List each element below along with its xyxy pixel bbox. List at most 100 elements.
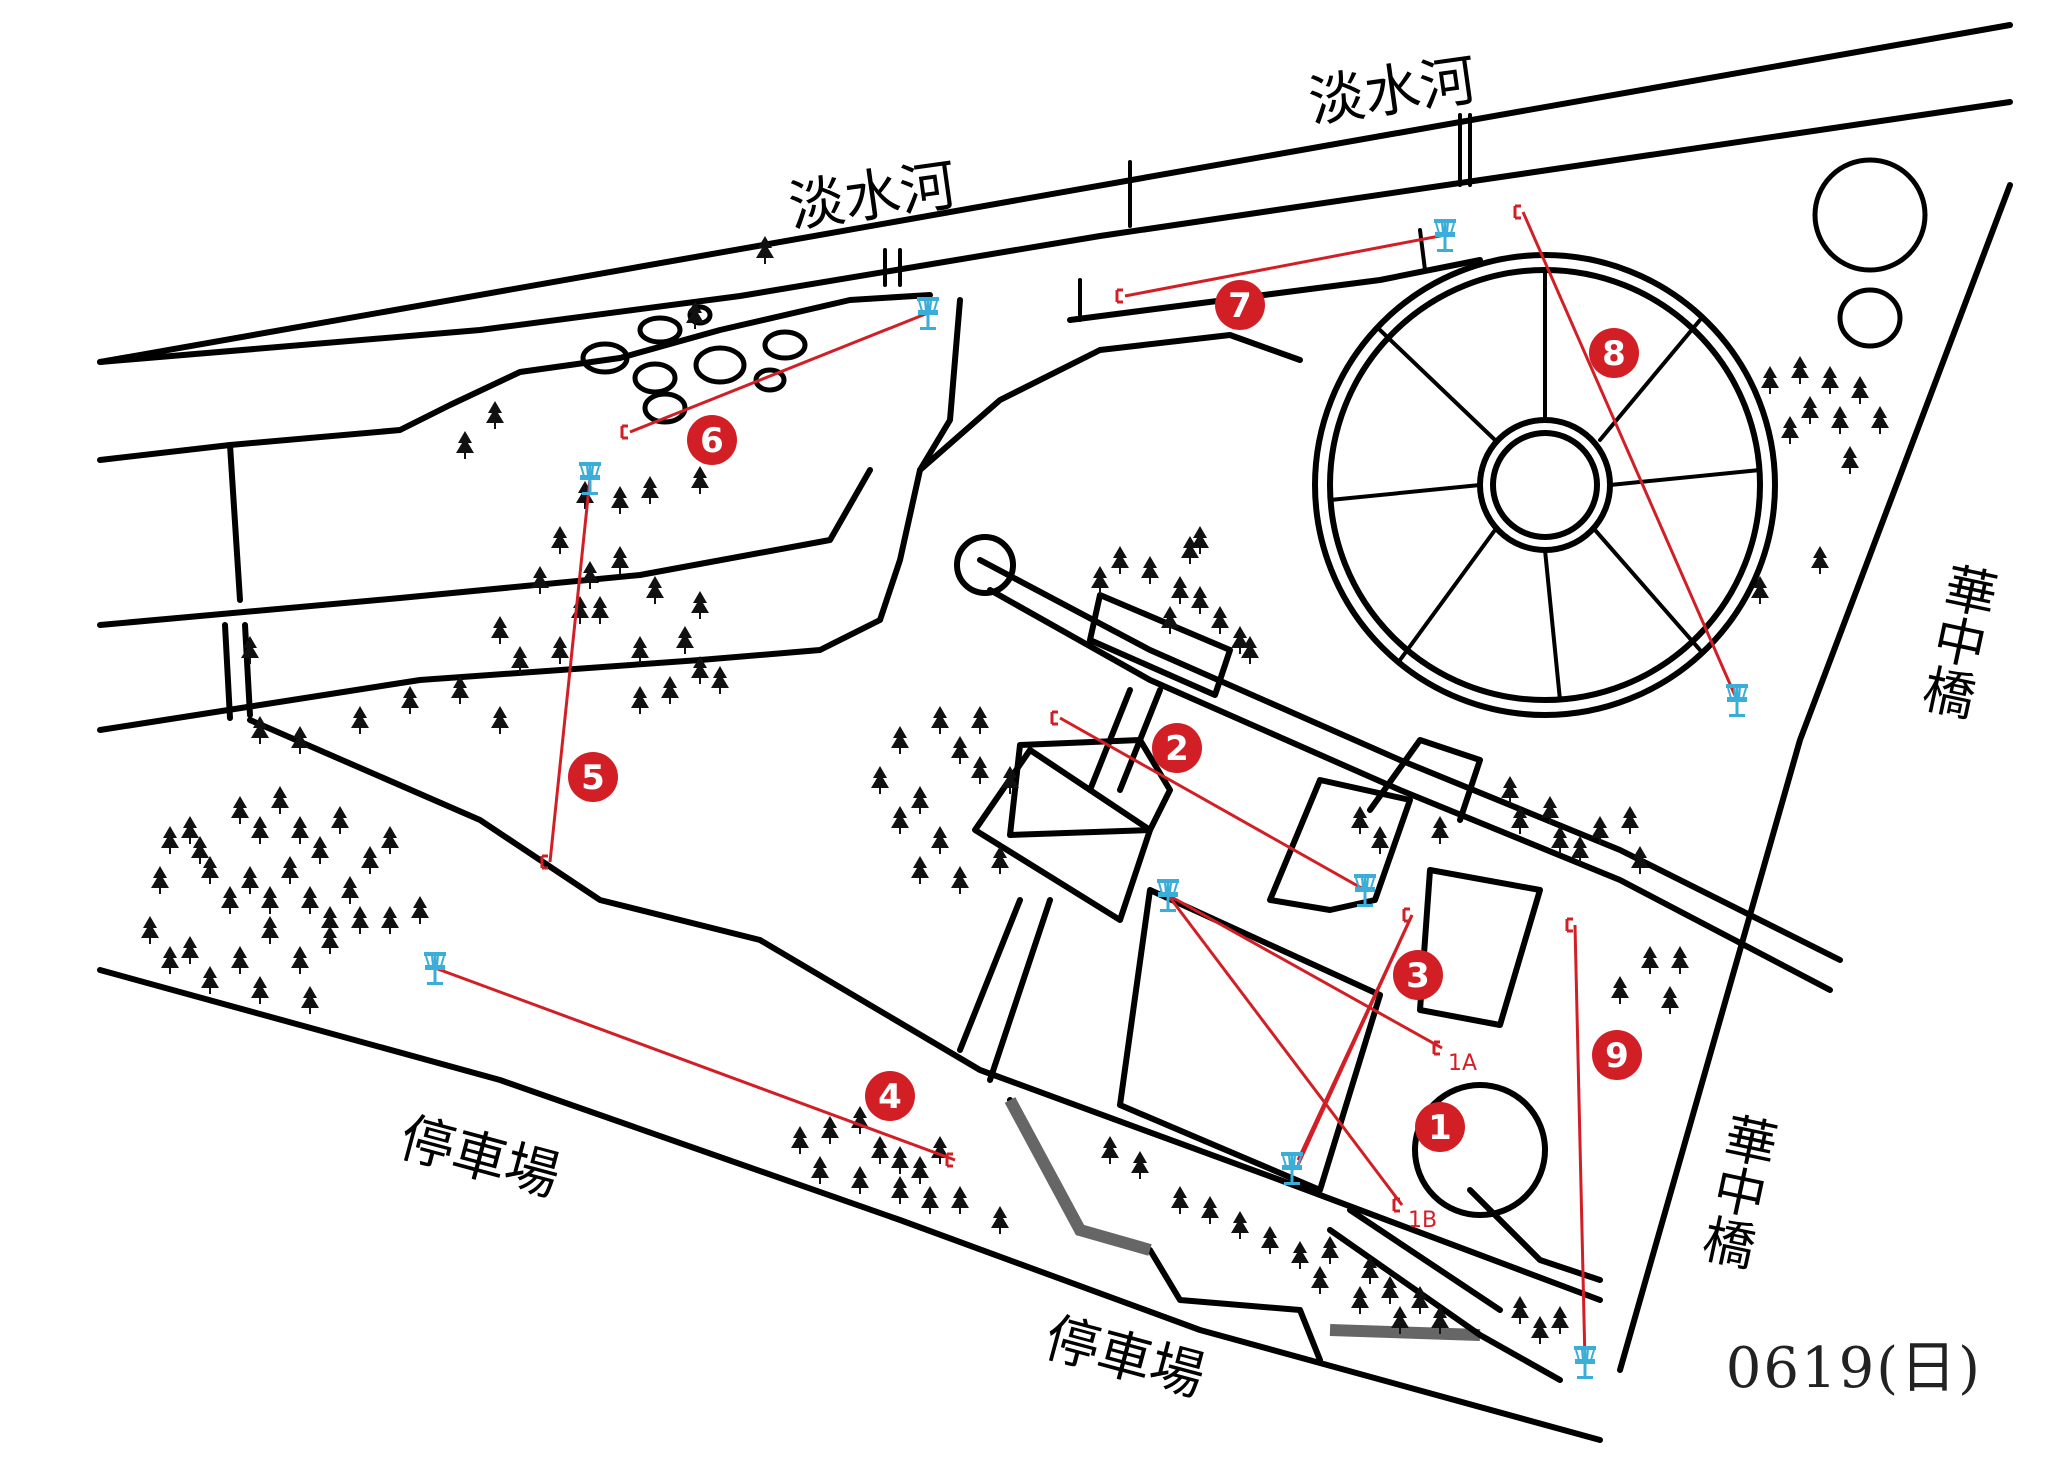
tee-bracket-icon[interactable]: 1B: [1392, 1197, 1437, 1233]
tree-icon: [531, 566, 549, 594]
tree-icon: [1131, 1151, 1149, 1179]
hole-1-fairway-line: [1166, 894, 1404, 1206]
tree-icon: [1171, 1186, 1189, 1214]
tree-icon: [1371, 826, 1389, 854]
tree-icon: [891, 806, 909, 834]
hole-badge-circle: [1592, 1030, 1642, 1080]
hole-badge-3[interactable]: 3: [1393, 950, 1443, 1000]
tree-icon: [851, 1106, 869, 1134]
tree-icon: [181, 816, 199, 844]
tee-bracket-icon[interactable]: [1402, 907, 1410, 923]
tree-icon: [1761, 366, 1779, 394]
tree-icon: [1611, 976, 1629, 1004]
tree-icon: [911, 786, 929, 814]
tree-icon: [1641, 946, 1659, 974]
disc-golf-basket-icon[interactable]: [1725, 683, 1749, 718]
tree-icon: [486, 401, 504, 429]
hole-badge-9[interactable]: 9: [1592, 1030, 1642, 1080]
tree-icon: [661, 676, 679, 704]
tree-icon: [381, 906, 399, 934]
tree-icon: [891, 1146, 909, 1174]
tree-icon: [631, 636, 649, 664]
tree-icon: [1351, 1286, 1369, 1314]
hole-badge-circle: [687, 415, 737, 465]
tree-icon: [1871, 406, 1889, 434]
hole-badge-1[interactable]: 1: [1415, 1102, 1465, 1152]
tree-icon: [491, 616, 509, 644]
tree-icon: [971, 706, 989, 734]
tee-bracket-icon[interactable]: [1050, 710, 1058, 726]
tree-icon: [261, 886, 279, 914]
hole-badge-circle: [1415, 1102, 1465, 1152]
river-bank: [97, 22, 2013, 365]
tree-icon: [551, 636, 569, 664]
hole-number: 7: [1228, 286, 1252, 326]
tree-icon: [1111, 546, 1129, 574]
hole-number: 9: [1605, 1036, 1629, 1076]
tee-bracket-icon[interactable]: 1A: [1432, 1040, 1477, 1076]
tree-icon: [1801, 396, 1819, 424]
tree-icon: [1141, 556, 1159, 584]
tree-icon: [641, 476, 659, 504]
tree-icon: [251, 976, 269, 1004]
hole-badge-2[interactable]: 2: [1152, 723, 1202, 773]
tree-icon: [241, 866, 259, 894]
tree-icon: [951, 736, 969, 764]
tree-icon: [1851, 376, 1869, 404]
tree-icon: [1381, 1276, 1399, 1304]
tee-bracket-icon[interactable]: [620, 424, 628, 440]
disc-golf-basket-icon[interactable]: [1573, 1345, 1597, 1380]
hole-badge-circle: [865, 1071, 915, 1121]
hole-number: 6: [700, 421, 724, 461]
disc-golf-basket-icon[interactable]: [1433, 218, 1457, 253]
disc-golf-basket-icon[interactable]: [423, 951, 447, 986]
tee-tag-1A: 1A: [1448, 1051, 1477, 1076]
hole-badge-4[interactable]: 4: [865, 1071, 915, 1121]
tree-icon: [756, 236, 774, 264]
tree-icon: [821, 1116, 839, 1144]
hole-badge-5[interactable]: 5: [568, 752, 618, 802]
tree-icon: [646, 576, 664, 604]
hole-1-fairway-line: [1167, 893, 1443, 1050]
tree-icon: [891, 726, 909, 754]
hole-badge-circle: [1589, 328, 1639, 378]
hole-number: 5: [581, 758, 605, 798]
tree-icon: [221, 886, 239, 914]
tree-icon: [691, 591, 709, 619]
hole-badge-8[interactable]: 8: [1589, 328, 1639, 378]
tee-bracket-icon[interactable]: [540, 854, 548, 870]
tree-icon: [231, 946, 249, 974]
tree-icon: [281, 856, 299, 884]
tree-icon: [301, 986, 319, 1014]
hole-badge-7[interactable]: 7: [1215, 280, 1265, 330]
tree-icon: [921, 1186, 939, 1214]
hole-badge-6[interactable]: 6: [687, 415, 737, 465]
hole-tees: 1A 1B: [540, 204, 1573, 1233]
tree-icon: [911, 1156, 929, 1184]
hole-badge-circle: [1152, 723, 1202, 773]
tee-bracket-icon[interactable]: [945, 1152, 953, 1168]
hole-6-fairway-line: [629, 311, 929, 434]
tree-icon: [551, 526, 569, 554]
hole-5-fairway-line: [548, 477, 592, 863]
disc-golf-basket-icon[interactable]: [916, 296, 940, 331]
tee-bracket-icon[interactable]: [1565, 917, 1573, 933]
tree-icon: [1671, 946, 1689, 974]
tree-icon: [151, 866, 169, 894]
tree-icon: [411, 896, 429, 924]
tree-icon: [161, 826, 179, 854]
round-garden: [1312, 252, 1778, 718]
tee-bracket-icon[interactable]: [1115, 288, 1123, 304]
tree-icon: [1781, 416, 1799, 444]
tree-icon: [351, 906, 369, 934]
hole-4-fairway-line: [434, 966, 956, 1162]
tree-icon: [811, 1156, 829, 1184]
tree-icon: [251, 816, 269, 844]
tree-icon: [871, 766, 889, 794]
tee-bracket-icon[interactable]: [1513, 204, 1521, 220]
tree-icon: [611, 486, 629, 514]
tree-icon: [1831, 406, 1849, 434]
tree-icon: [1841, 446, 1859, 474]
tree-icon: [851, 1166, 869, 1194]
